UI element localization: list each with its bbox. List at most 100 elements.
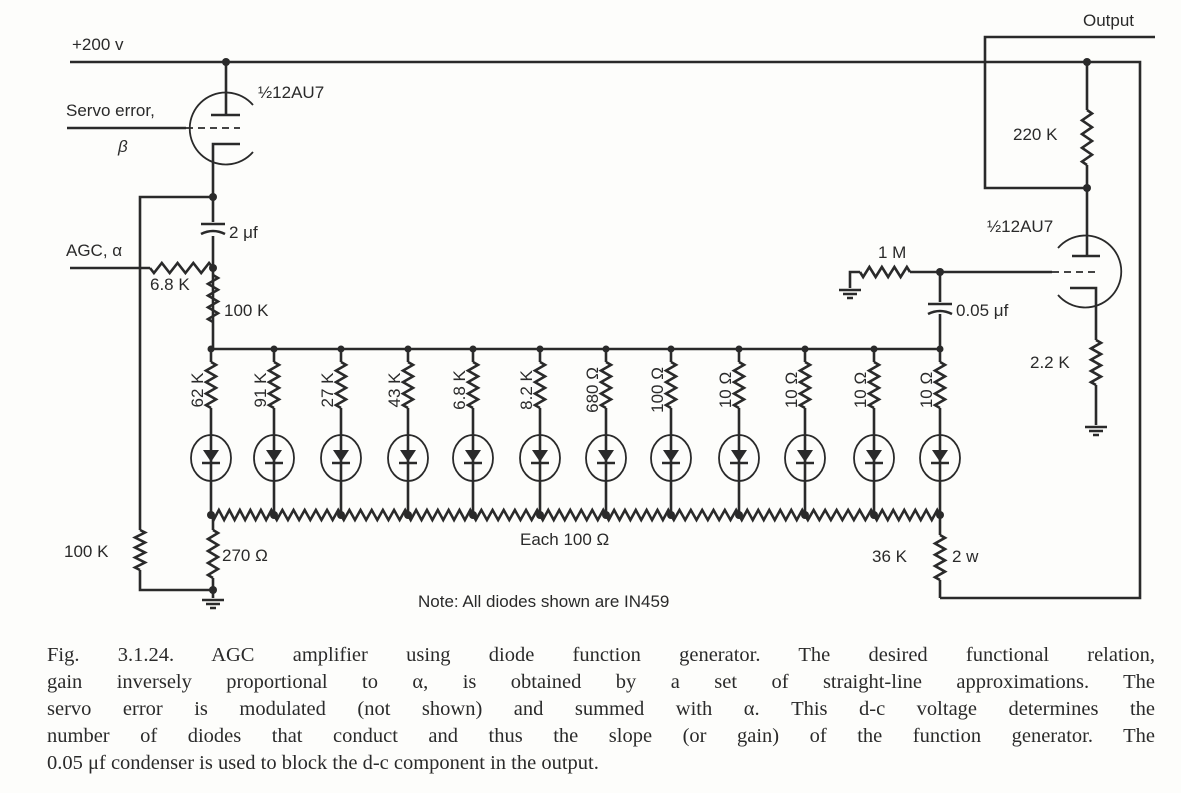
ground-icon xyxy=(202,598,224,610)
ladder-resistor-100 xyxy=(209,507,276,523)
diode-icon xyxy=(784,434,826,482)
diode-branch: 10 Ω xyxy=(917,345,961,519)
capacitor-0-05uf xyxy=(927,302,953,316)
diode-icon xyxy=(919,434,961,482)
resistor-2-2k xyxy=(1088,338,1104,387)
tube-1-label: ½12AU7 xyxy=(258,83,324,102)
branch-resistor xyxy=(400,349,416,515)
ladder-resistor-100 xyxy=(339,507,410,523)
caption-line: 0.05 μf condenser is used to block the d… xyxy=(47,752,599,774)
agc-label: AGC, α xyxy=(66,241,122,260)
branch-resistor xyxy=(203,349,219,515)
diode-icon xyxy=(190,434,232,482)
ladder-resistor-100 xyxy=(406,507,475,523)
diode-branch: 10 Ω xyxy=(851,345,895,519)
resistor-220k xyxy=(1079,62,1095,188)
diode-branch: 8.2 K xyxy=(517,345,561,519)
servo-error-label: Servo error, xyxy=(66,101,155,120)
r-36k-label: 36 K xyxy=(872,547,908,566)
caption-line: number of diodes that conduct and thus t… xyxy=(47,725,1155,747)
r-6-8k-label: 6.8 K xyxy=(150,275,190,294)
ladder-resistor-100 xyxy=(737,507,807,523)
branch-resistor xyxy=(598,349,614,515)
diode-ladder: 62 K 91 K 27 K 43 K 6.8 K 8.2 K 680 Ω 100 Ω 10 Ω… xyxy=(188,345,961,523)
cap-2uf-label: 2 μf xyxy=(229,223,258,242)
circuit-schematic: +200 v Output ½12AU7 Servo error, β 2 μf… xyxy=(64,11,1155,611)
diode-branch: 100 Ω xyxy=(648,345,692,519)
resistor-36k xyxy=(932,515,948,598)
ground-icon xyxy=(1085,425,1107,437)
cap-005-label: 0.05 μf xyxy=(956,301,1009,320)
r-36k-power-label: 2 w xyxy=(952,547,979,566)
resistor-100k-top xyxy=(205,273,221,324)
branch-resistor xyxy=(797,349,813,515)
diode-branch: 43 K xyxy=(385,345,429,519)
each-100-label: Each 100 Ω xyxy=(520,530,609,549)
supply-rail xyxy=(70,60,1142,600)
branch-resistor-label: 100 Ω xyxy=(648,367,667,413)
r-100k-top-label: 100 K xyxy=(224,301,269,320)
diode-branch: 10 Ω xyxy=(782,345,826,519)
diode-icon xyxy=(519,434,561,482)
feedback-wire xyxy=(138,195,213,530)
figure-caption: Fig. 3.1.24. AGC amplifier using diode f… xyxy=(47,642,1155,777)
r-1m-label: 1 M xyxy=(878,243,906,262)
diode-branch: 10 Ω xyxy=(716,345,760,519)
branch-resistor-label: 8.2 K xyxy=(517,369,536,409)
branch-resistor-label: 6.8 K xyxy=(450,369,469,409)
resistor-1m xyxy=(858,264,912,280)
ladder-resistor-100 xyxy=(272,507,343,523)
ladder-resistor-100 xyxy=(803,507,876,523)
branch-resistor-label: 91 K xyxy=(251,372,270,408)
diode-branch: 6.8 K xyxy=(450,345,494,519)
diode-icon xyxy=(452,434,494,482)
ladder-resistor-100 xyxy=(538,507,608,523)
ladder-resistor-100 xyxy=(669,507,741,523)
branch-resistor xyxy=(333,349,349,515)
output-wire xyxy=(983,35,1155,190)
grid-wire xyxy=(938,270,1052,349)
caption-line: gain inversely proportional to α, is obt… xyxy=(47,671,1155,693)
caption-line: Fig. 3.1.24. AGC amplifier using diode f… xyxy=(47,644,1155,666)
branch-resistor-label: 27 K xyxy=(318,372,337,408)
r-270-label: 270 Ω xyxy=(222,546,268,565)
diode-icon xyxy=(718,434,760,482)
branch-resistor-label: 680 Ω xyxy=(583,367,602,413)
branch-resistor xyxy=(731,349,747,515)
branch-resistor xyxy=(932,349,948,515)
diode-branch: 91 K xyxy=(251,345,295,519)
diode-icon xyxy=(387,434,429,482)
branch-resistor xyxy=(465,349,481,515)
branch-resistor-label: 10 Ω xyxy=(782,372,801,408)
branch-resistor-label: 62 K xyxy=(188,372,207,408)
ladder-resistor-100 xyxy=(872,507,942,523)
branch-resistor xyxy=(866,349,882,515)
r-100k-left-label: 100 K xyxy=(64,542,109,561)
diode-branch: 62 K xyxy=(188,345,232,519)
branch-resistor-label: 43 K xyxy=(385,372,404,408)
branch-resistor xyxy=(663,349,679,515)
diode-icon xyxy=(320,434,362,482)
capacitor-2uf xyxy=(200,222,226,236)
resistor-6-8k xyxy=(148,260,215,276)
output-label: Output xyxy=(1083,11,1134,30)
branch-resistor-label: 10 Ω xyxy=(716,372,735,408)
caption-line: servo error is modulated (not shown) and… xyxy=(47,698,1155,720)
branch-resistor xyxy=(266,349,282,515)
diode-icon xyxy=(650,434,692,482)
diode-icon xyxy=(853,434,895,482)
branch-resistor-label: 10 Ω xyxy=(917,372,936,408)
resistor-100k-left xyxy=(132,528,148,572)
ladder-resistor-100 xyxy=(604,507,673,523)
supply-label: +200 v xyxy=(72,35,124,54)
tube-2-triode xyxy=(1052,188,1123,340)
resistor-270 xyxy=(205,528,221,580)
note-label: Note: All diodes shown are IN459 xyxy=(418,592,669,611)
ground-icon xyxy=(839,288,861,300)
branch-resistor xyxy=(532,349,548,515)
diode-branch: 680 Ω xyxy=(583,345,627,519)
tube-1-triode xyxy=(186,58,254,166)
ladder-resistor-100 xyxy=(471,507,542,523)
diode-icon xyxy=(585,434,627,482)
